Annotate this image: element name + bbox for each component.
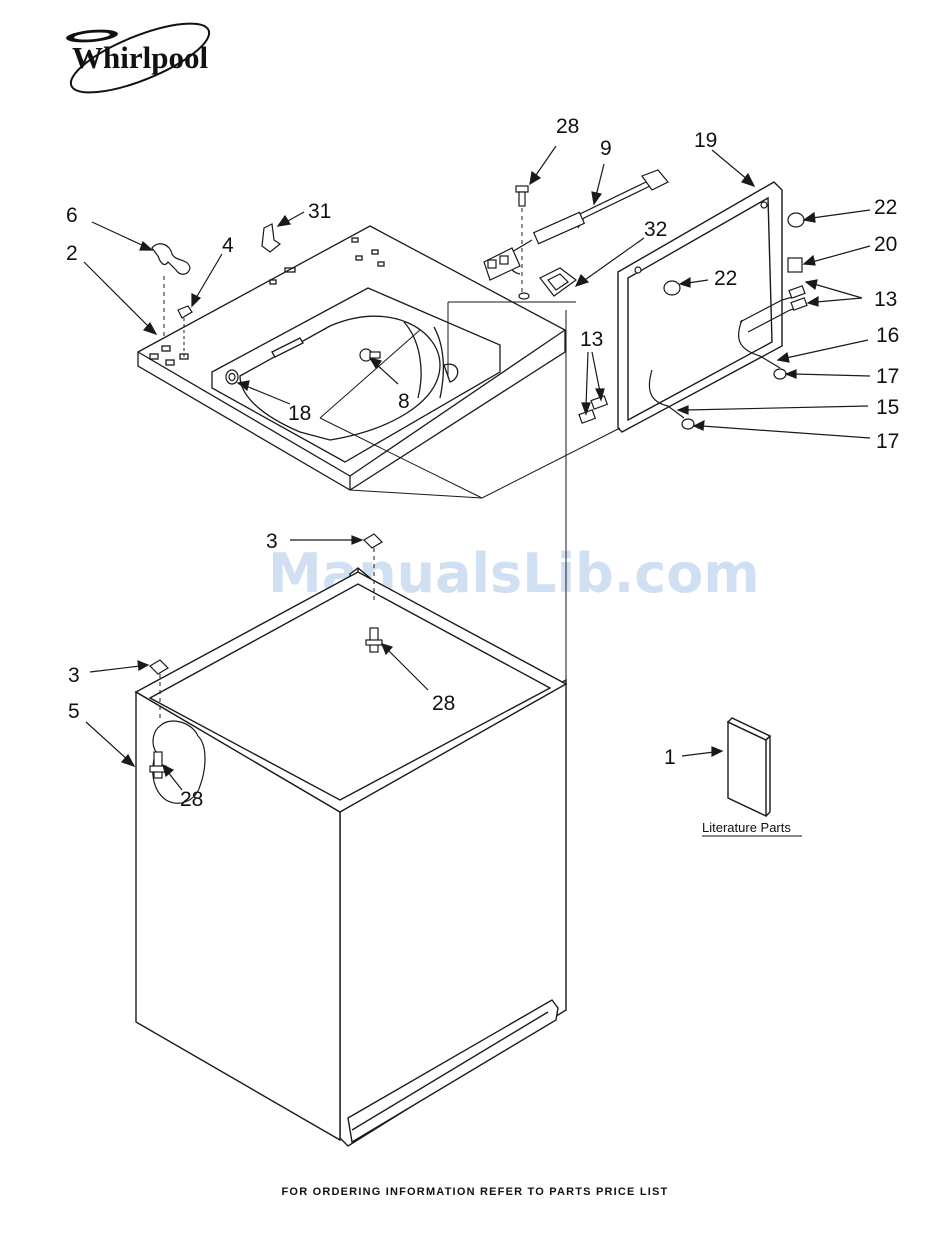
callout-16: 16	[876, 324, 899, 347]
screw-28-top	[516, 186, 528, 206]
lid-frame	[618, 182, 782, 432]
callout-9: 9	[600, 137, 612, 160]
literature-booklet	[728, 718, 770, 816]
cabinet	[136, 568, 566, 1146]
lid-strike-32	[540, 268, 576, 296]
callout-18: 18	[288, 402, 311, 425]
footer-note: FOR ORDERING INFORMATION REFER TO PARTS …	[0, 1186, 950, 1198]
clip-31	[262, 224, 280, 252]
callout-17-lower: 17	[876, 430, 899, 453]
callout-32: 32	[644, 218, 667, 241]
callout-2: 2	[66, 242, 78, 265]
pivot-pin	[226, 370, 238, 384]
callout-28-top: 28	[556, 115, 579, 138]
callout-22-left: 22	[714, 267, 737, 290]
callout-1: 1	[664, 746, 676, 769]
callout-5: 5	[68, 700, 80, 723]
callout-28-cutaway: 28	[180, 788, 203, 811]
callout-15: 15	[876, 396, 899, 419]
clip-3-front	[150, 660, 168, 674]
callout-20: 20	[874, 233, 897, 256]
logo-text: Whirlpool	[72, 40, 208, 75]
callout-3-front: 3	[68, 664, 80, 687]
callout-13-right: 13	[874, 288, 897, 311]
callout-19: 19	[694, 129, 717, 152]
bracket-4	[178, 306, 192, 318]
callout-17-upper: 17	[876, 365, 899, 388]
whirlpool-logo: Whirlpool	[63, 10, 217, 106]
callout-4: 4	[222, 234, 234, 257]
callout-28-cabinet: 28	[432, 692, 455, 715]
clip-6	[152, 244, 190, 275]
callout-13-left: 13	[580, 328, 603, 351]
callout-8: 8	[398, 390, 410, 413]
callout-31: 31	[308, 200, 331, 223]
callout-22-right: 22	[874, 196, 897, 219]
literature-parts-label: Literature Parts	[702, 820, 791, 835]
callout-3-rear: 3	[266, 530, 278, 553]
callout-6: 6	[66, 204, 78, 227]
